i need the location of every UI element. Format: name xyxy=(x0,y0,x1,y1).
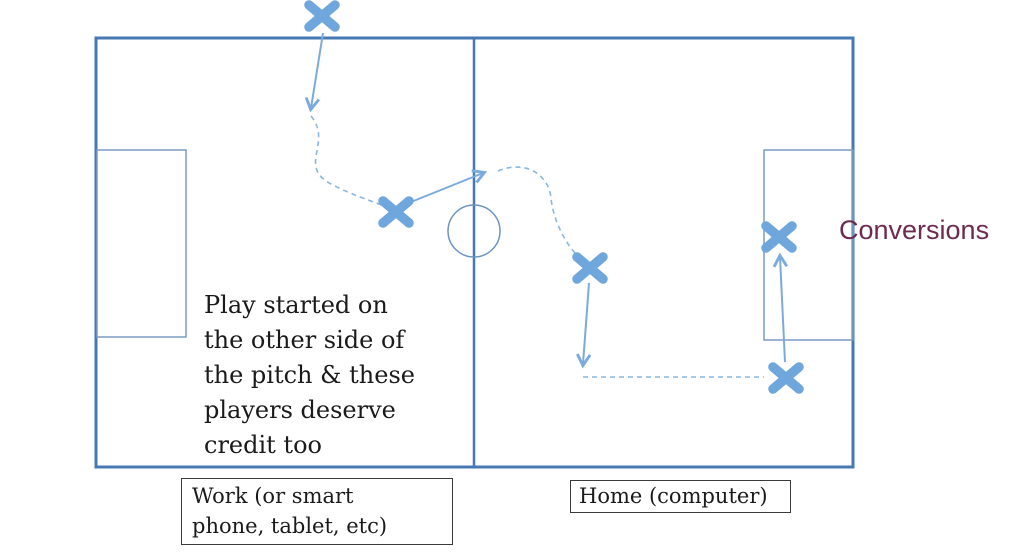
pass-arrow-down xyxy=(576,282,592,369)
player-x-marker xyxy=(572,252,608,284)
pass-arrow-to-center xyxy=(410,169,488,203)
player-markers xyxy=(304,0,804,394)
run-path-right xyxy=(497,166,582,260)
player-x-marker xyxy=(378,196,414,228)
pass-arrow-to-goal xyxy=(772,252,789,363)
player-x-marker xyxy=(761,221,797,253)
play-note-text: Play started on the other side of the pi… xyxy=(204,291,415,459)
home-label-box: Home (computer) xyxy=(570,480,791,513)
center-circle xyxy=(447,204,501,258)
pass-arrows xyxy=(304,32,789,369)
run-path-left xyxy=(310,115,385,207)
pass-arrow-throw-in xyxy=(304,32,324,113)
player-x-marker xyxy=(304,0,340,32)
work-label-box: Work (or smart phone, tablet, etc) xyxy=(181,478,453,545)
player-x-marker xyxy=(768,362,804,394)
dashed-run-paths xyxy=(310,115,764,378)
conversions-label: Conversions xyxy=(839,215,990,245)
left-goal-box xyxy=(96,149,187,338)
